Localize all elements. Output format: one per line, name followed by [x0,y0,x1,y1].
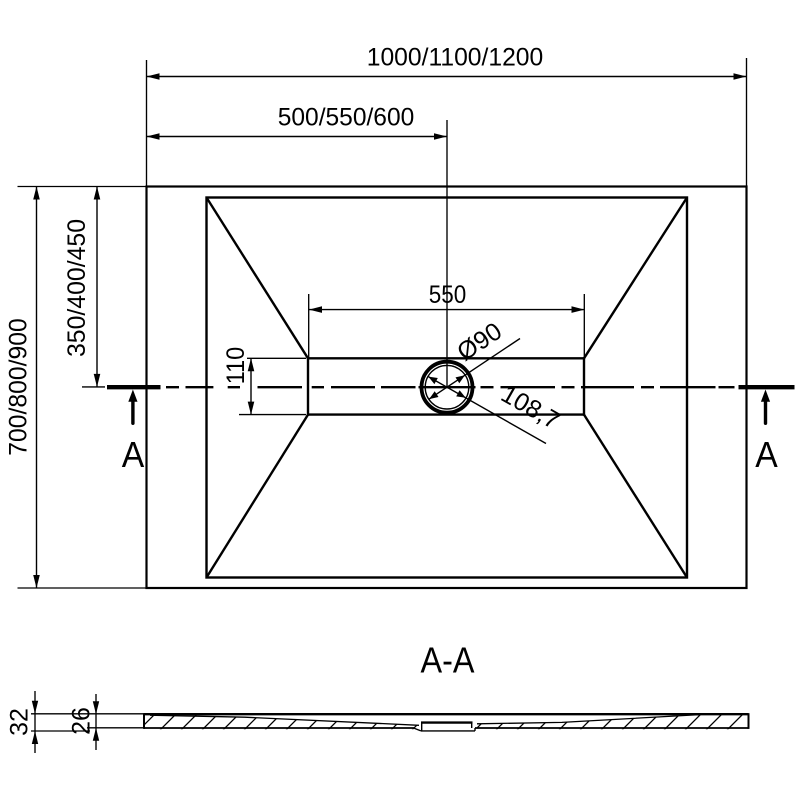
svg-text:700/800/900: 700/800/900 [4,318,32,456]
svg-text:32: 32 [6,708,34,736]
svg-text:A: A [122,434,145,475]
svg-text:1000/1100/1200: 1000/1100/1200 [367,43,544,71]
svg-text:500/550/600: 500/550/600 [278,103,415,131]
svg-text:550: 550 [429,281,467,309]
svg-text:A-A: A-A [421,640,476,681]
svg-text:110: 110 [222,347,250,385]
svg-text:A: A [755,434,778,475]
svg-text:350/400/450: 350/400/450 [63,219,91,357]
svg-text:26: 26 [67,707,95,735]
